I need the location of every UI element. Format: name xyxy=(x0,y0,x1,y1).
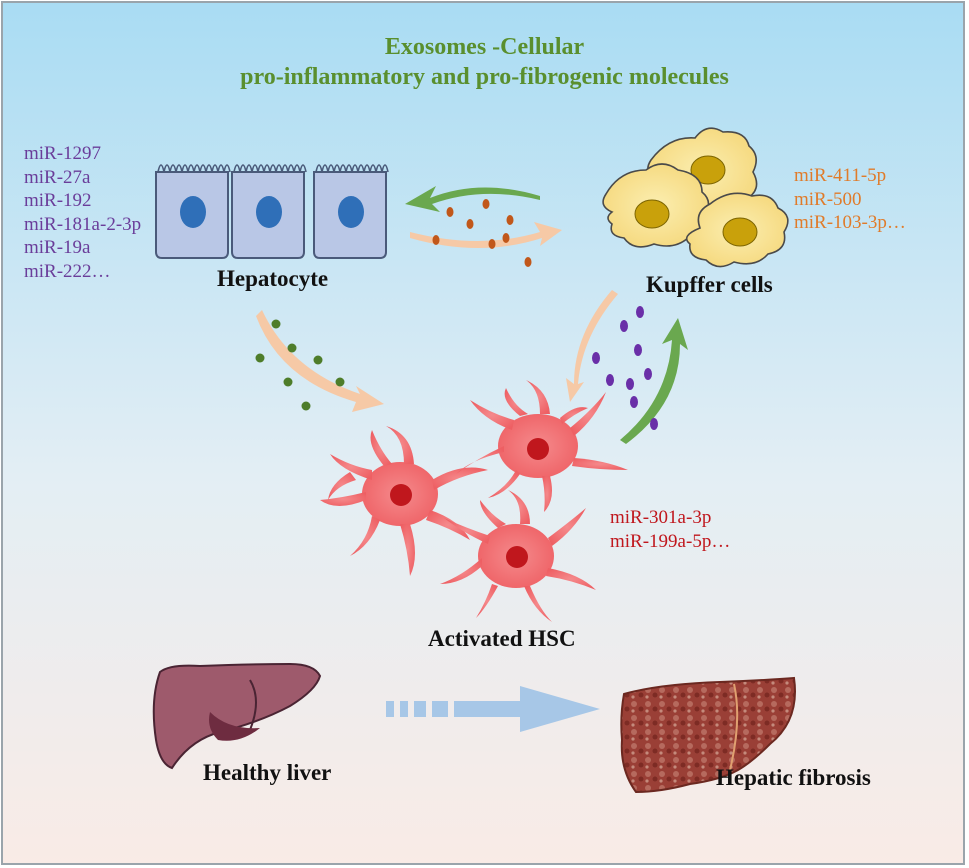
hepatocyte-mirna: miR-1297 xyxy=(24,143,102,164)
hepatic-fibrosis-label: Hepatic fibrosis xyxy=(716,765,871,790)
hsc-label: Activated HSC xyxy=(428,626,576,651)
hepatocyte-mirna: miR-192 xyxy=(24,190,92,211)
hepatocyte-mirna: miR-222… xyxy=(24,260,111,282)
kupffer-mirna: miR-411-5p xyxy=(794,165,887,186)
fibrotic-liver-icon xyxy=(620,676,796,794)
kupffer-mirna: miR-103-3p… xyxy=(794,212,906,233)
kupffer-cells xyxy=(602,127,789,268)
exosomes-green xyxy=(255,319,345,411)
kupffer-mirna-list: miR-411-5p miR-500 miR-103-3p… xyxy=(794,164,906,235)
hepatocyte-label: Hepatocyte xyxy=(217,266,329,291)
hsc-cells xyxy=(320,380,628,622)
kupffer-label: Kupffer cells xyxy=(646,272,773,297)
exosomes-orange xyxy=(432,199,532,267)
hsc-mirna: miR-301a-3p xyxy=(610,507,712,528)
hsc-to-kupffer-arrow xyxy=(620,318,688,444)
title-line-2: pro-inflammatory and pro-fibrogenic mole… xyxy=(240,64,729,90)
kupffer-mirna: miR-500 xyxy=(794,188,862,210)
hepatocyte-to-kupffer-arrow xyxy=(410,222,562,248)
healthy-liver-icon xyxy=(152,662,322,770)
hsc-mirna: miR-199a-5p… xyxy=(610,530,731,552)
hepatocyte-cells xyxy=(155,164,389,259)
hsc-mirna-list: miR-301a-3p miR-199a-5p… xyxy=(610,506,730,553)
progression-arrow xyxy=(386,686,600,732)
hepatocyte-mirna: miR-27a xyxy=(24,166,91,188)
healthy-liver-label: Healthy liver xyxy=(203,760,332,785)
exosomes-purple xyxy=(592,306,658,430)
hepatocyte-mirna: miR-19a xyxy=(24,237,91,258)
kupffer-to-hepatocyte-arrow xyxy=(405,186,540,212)
hepatocyte-to-hsc-arrow xyxy=(256,310,384,412)
title-line-1: Exosomes -Cellular xyxy=(384,34,585,60)
kupffer-to-hsc-arrow xyxy=(566,290,618,402)
hepatocyte-mirna: miR-181a-2-3p xyxy=(24,213,142,235)
hepatocyte-mirna-list: miR-1297 miR-27a miR-192 miR-181a-2-3p m… xyxy=(24,142,141,283)
